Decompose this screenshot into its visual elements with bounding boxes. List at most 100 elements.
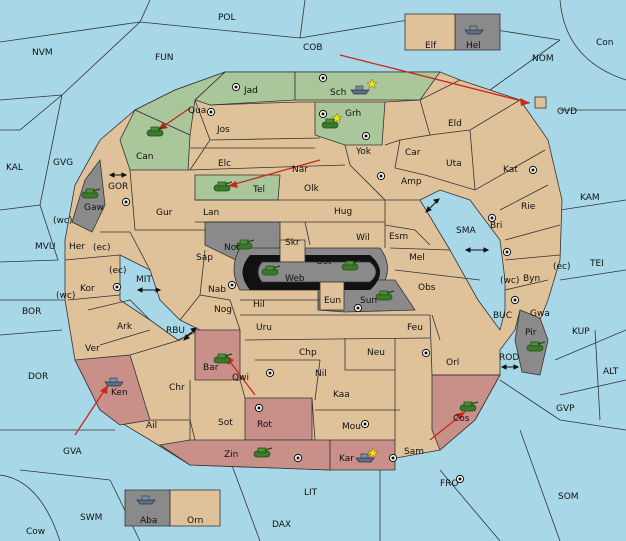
- land-jad: Jad: [243, 86, 258, 96]
- land-sam: Sam: [404, 447, 424, 457]
- land-feu: Feu: [407, 323, 423, 333]
- land-hug: Hug: [334, 207, 352, 217]
- sea-labels: POL NVM FUN COB NOM Con OVD KAL GVG GOR …: [6, 13, 619, 537]
- land-kor: Kor: [80, 284, 95, 294]
- sea-sma: SMA: [456, 226, 476, 236]
- land-orn: Orn: [187, 516, 203, 526]
- land-bar: Bar: [203, 363, 219, 373]
- land-wil: Wil: [356, 233, 370, 243]
- sea-rbu: RBU: [166, 326, 185, 336]
- land-sch: Sch: [330, 88, 346, 98]
- sea-dor: DOR: [28, 372, 48, 382]
- land-amp: Amp: [401, 177, 422, 187]
- land-gur: Gur: [156, 208, 173, 218]
- land-ost: Ost: [316, 257, 332, 267]
- land-web: Web: [285, 274, 305, 284]
- land-zin: Zin: [224, 450, 238, 460]
- territory-rose-ken: [74, 354, 151, 426]
- sea-lit: LIT: [304, 488, 318, 498]
- land-grh: Grh: [345, 109, 361, 119]
- sea-som: SOM: [558, 492, 579, 502]
- sea-fro: FRO: [440, 479, 459, 489]
- coast-wc-kor: (wc): [56, 291, 75, 301]
- land-uru: Uru: [256, 323, 272, 333]
- land-gwa: Gwa: [530, 309, 550, 319]
- land-skr: Skr: [285, 238, 300, 248]
- land-nar: Nar: [292, 165, 308, 175]
- land-chr: Chr: [169, 383, 185, 393]
- land-elf: Elf: [425, 41, 437, 51]
- sea-dax: DAX: [272, 520, 291, 530]
- land-jos: Jos: [216, 125, 230, 135]
- land-kar: Kar: [339, 454, 354, 464]
- territory-green-can: [119, 109, 191, 171]
- sea-nvm: NVM: [32, 48, 53, 58]
- sea-gvp: GVP: [556, 404, 575, 414]
- sea-cob: COB: [303, 43, 323, 53]
- land-nil: Nil: [315, 369, 327, 379]
- land-aba: Aba: [140, 516, 157, 526]
- sea-gor: GOR: [108, 182, 128, 192]
- land-cos: Cos: [453, 414, 470, 424]
- land-qua: Qua: [188, 106, 206, 116]
- land-gaw: Gaw: [84, 203, 104, 213]
- land-hel: Hel: [466, 41, 481, 51]
- island-ovd: [534, 96, 547, 109]
- land-obs: Obs: [418, 283, 436, 293]
- land-byn: Byn: [523, 274, 540, 284]
- land-her: Her: [69, 242, 85, 252]
- land-eun: Eun: [324, 296, 341, 306]
- sea-con: Con: [596, 38, 614, 48]
- coast-ec-byn: (ec): [553, 262, 571, 272]
- land-ark: Ark: [117, 322, 133, 332]
- land-kat: Kat: [503, 165, 518, 175]
- land-ver: Ver: [85, 344, 100, 354]
- territory-green-sch: [294, 71, 441, 101]
- sea-mvu: MVU: [35, 242, 56, 252]
- land-tel: Tel: [252, 185, 265, 195]
- land-boundaries: [64, 79, 561, 441]
- land-can: Can: [136, 152, 154, 162]
- land-eld: Eld: [448, 119, 462, 129]
- land-sot: Sot: [218, 418, 233, 428]
- land-neu: Neu: [367, 348, 385, 358]
- sea-gva: GVA: [63, 447, 83, 457]
- sea-ovd: OVD: [557, 107, 577, 117]
- land-qwi: Qwi: [232, 373, 249, 383]
- sea-buc: BUC: [493, 311, 512, 321]
- territory-rose-cos: [431, 374, 501, 451]
- island-orn: [169, 489, 221, 527]
- coast-wc-her: (wc): [53, 216, 72, 226]
- land-rot: Rot: [257, 420, 272, 430]
- land-nog: Nog: [214, 305, 232, 315]
- land-bri: Bri: [490, 221, 502, 231]
- coast-tags: (wc) (ec) (ec) (wc) (wc) (ec): [53, 216, 571, 301]
- sea-alt: ALT: [603, 367, 619, 377]
- land-olk: Olk: [304, 184, 320, 194]
- land-mel: Mel: [409, 253, 425, 263]
- territory-rose-rot: [244, 397, 313, 441]
- land-labels: Elf Hel Jad Sch Qua Grh Jos Eld Can Yok …: [69, 41, 550, 526]
- land-car: Car: [405, 148, 421, 158]
- sea-bor: BOR: [22, 307, 41, 317]
- land-yok: Yok: [355, 147, 372, 157]
- land-elc: Elc: [218, 159, 231, 169]
- land-lan: Lan: [203, 208, 219, 218]
- eun: [319, 281, 345, 311]
- land-rie: Rie: [521, 202, 536, 212]
- inner-bay: [419, 189, 506, 331]
- land-chp: Chp: [299, 348, 317, 358]
- sea-mit: MIT: [136, 275, 152, 285]
- land-pir: Pir: [525, 328, 537, 338]
- land-ken: Ken: [111, 388, 128, 398]
- land-kaa: Kaa: [333, 390, 350, 400]
- sea-cow: Cow: [26, 527, 45, 537]
- island-elf: [404, 13, 456, 51]
- land-hil: Hil: [253, 300, 265, 310]
- land-nab: Nab: [208, 285, 226, 295]
- territory-green-qua: [134, 71, 226, 136]
- land-sap: Sap: [196, 253, 213, 263]
- land-sun: Sun: [360, 296, 377, 306]
